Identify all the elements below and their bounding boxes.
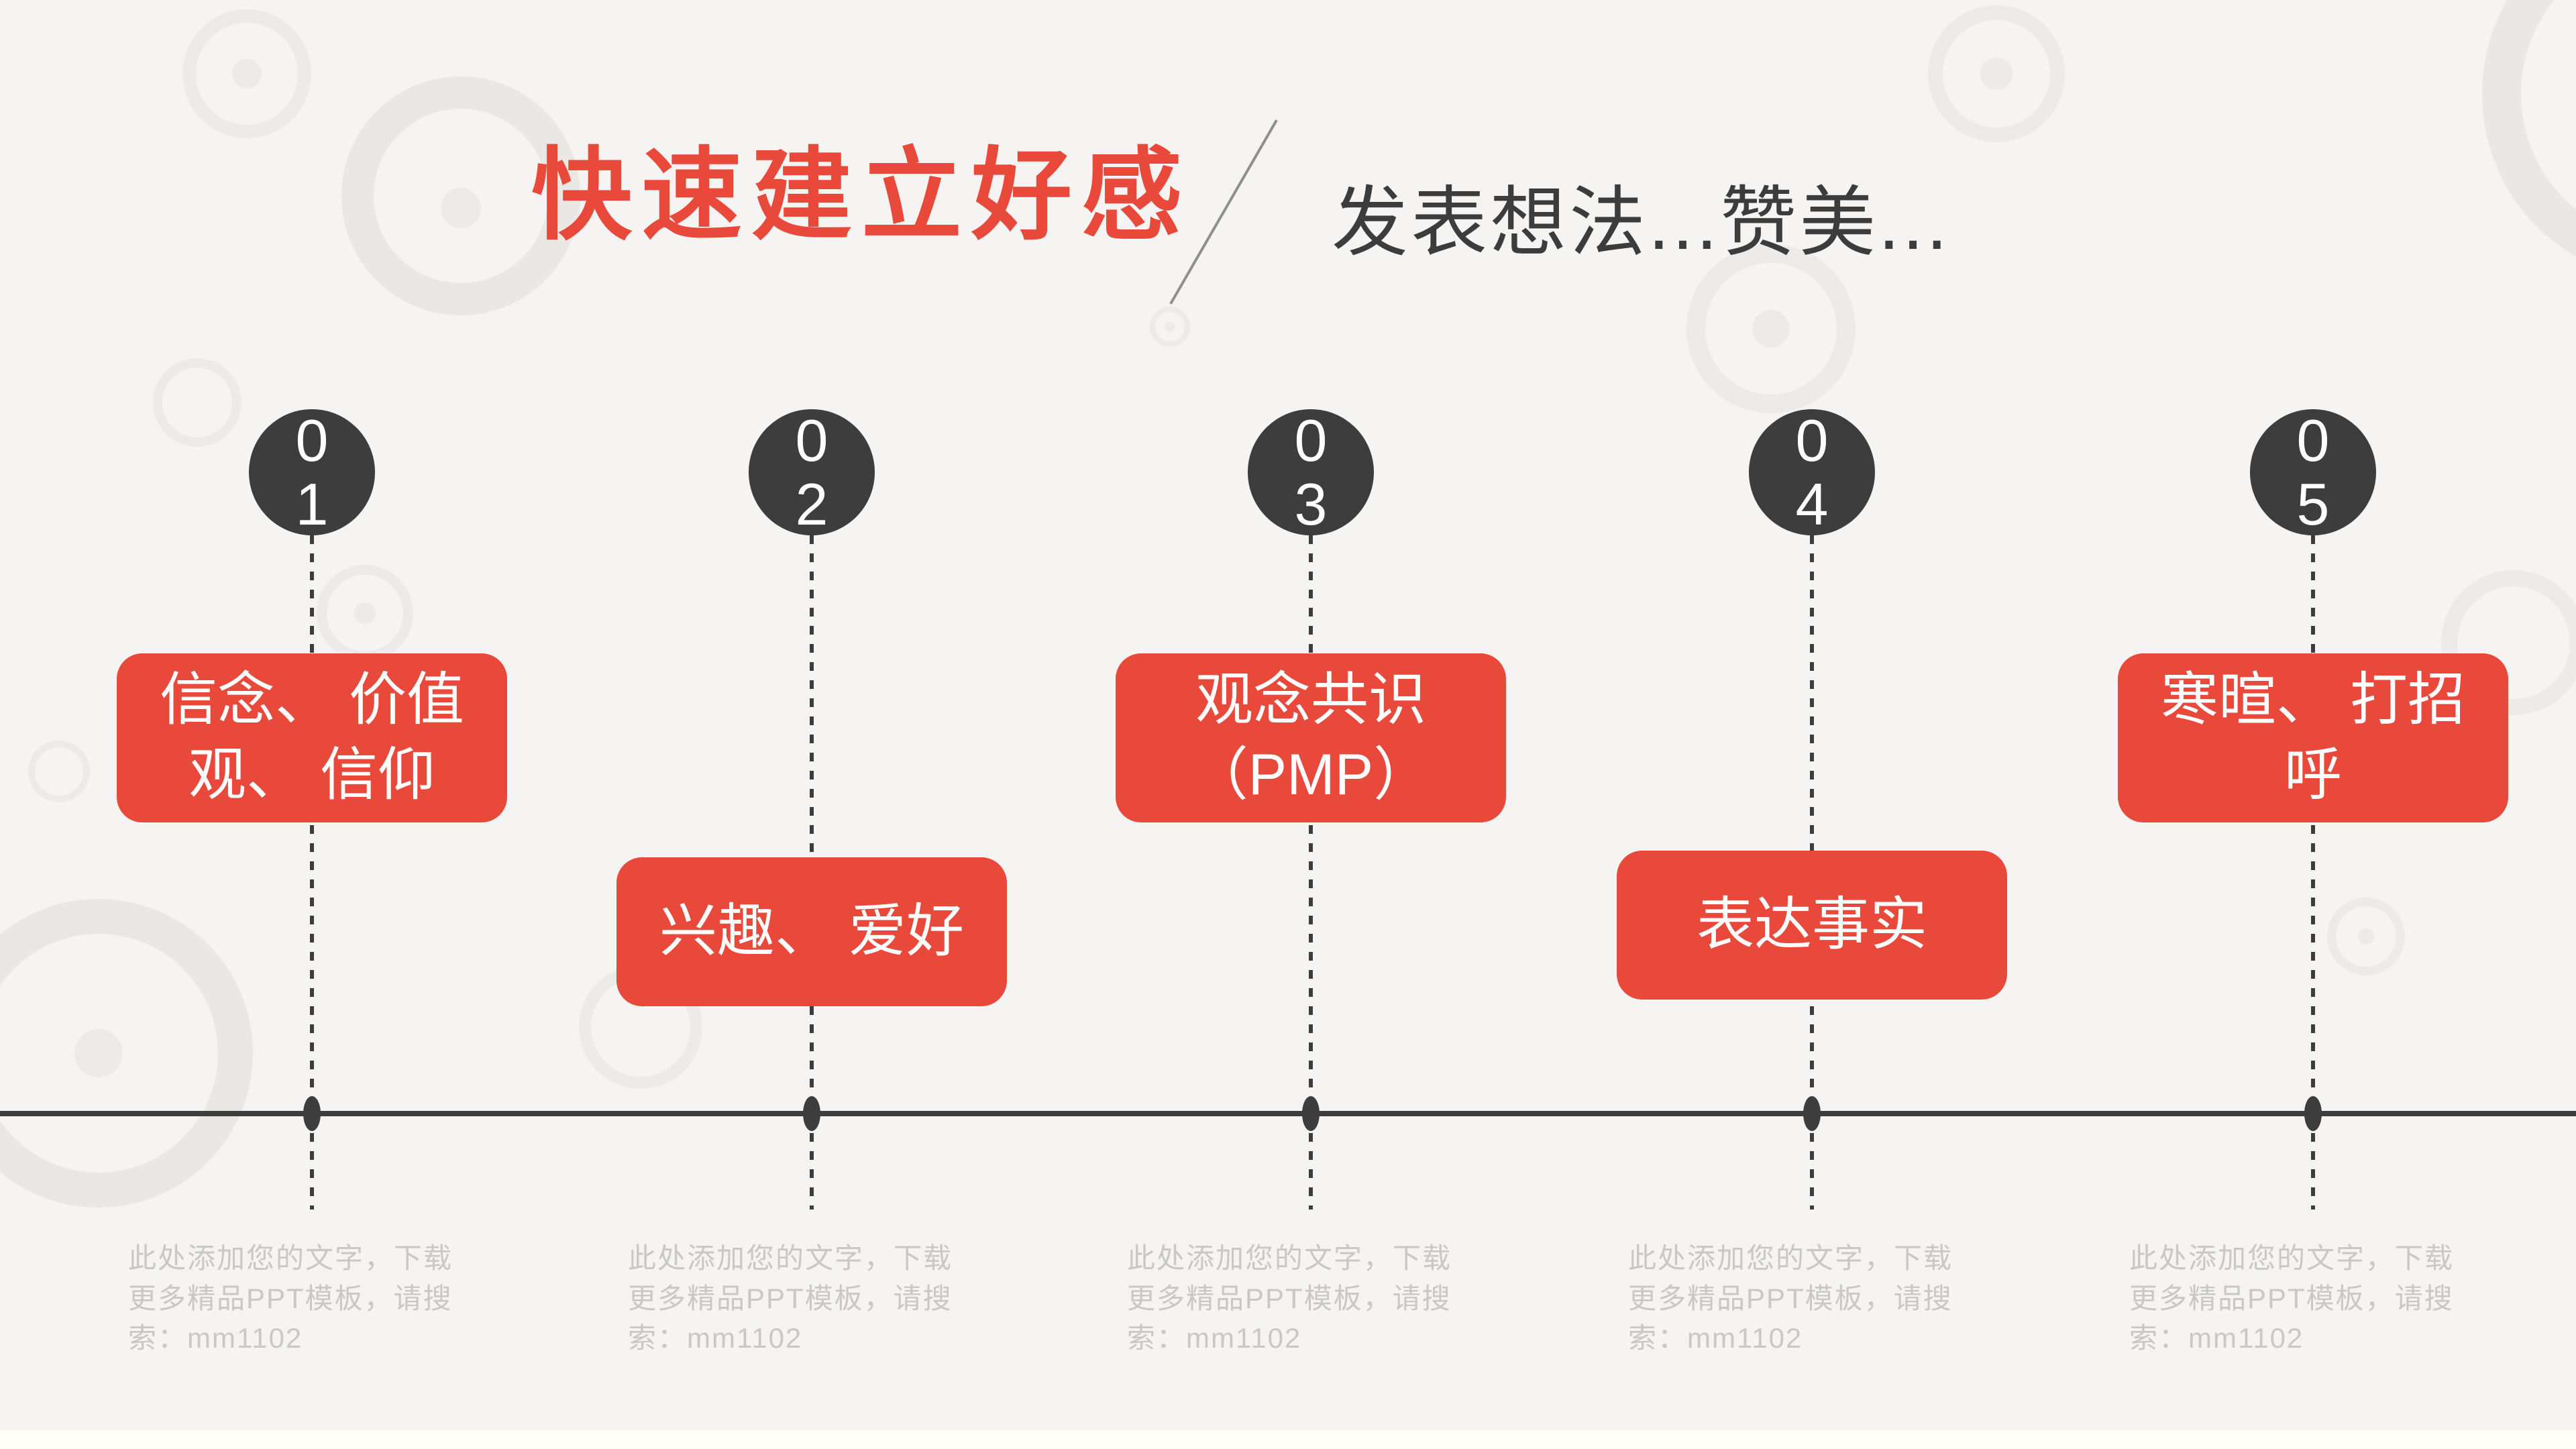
decorative-circle [153, 358, 241, 447]
placeholder-caption: 此处添加您的文字，下载 更多精品PPT模板，请搜 索：mm1102 [128, 1242, 453, 1354]
step-connector-dotted-line [310, 535, 314, 1210]
step-number-badge: 0 5 [2250, 409, 2376, 536]
placeholder-caption: 此处添加您的文字，下载 更多精品PPT模板，请搜 索：mm1102 [628, 1242, 953, 1354]
placeholder-caption: 此处添加您的文字，下载 更多精品PPT模板，请搜 索：mm1102 [1628, 1242, 1953, 1354]
decorative-circle [1980, 58, 2012, 90]
step-label-card: 观念共识 （PMP） [1116, 653, 1506, 822]
decorative-circle [441, 188, 481, 228]
step-label-card: 寒暄、 打招呼 [2118, 653, 2508, 822]
step-number-badge: 0 4 [1749, 409, 1875, 536]
step-label-card: 信念、 价值 观、 信仰 [117, 653, 507, 822]
decorative-circle [28, 741, 90, 802]
decorative-circle [2482, 0, 2576, 282]
step-label-card: 兴趣、 爱好 [616, 857, 1007, 1006]
step-label-card: 表达事实 [1617, 851, 2007, 1000]
decorative-circle [0, 899, 253, 1208]
slide-subtitle: 发表想法...赞美... [1332, 180, 1951, 266]
placeholder-caption: 此处添加您的文字，下载 更多精品PPT模板，请搜 索：mm1102 [2129, 1242, 2455, 1354]
bottom-edge-strip [0, 1430, 2576, 1449]
placeholder-caption: 此处添加您的文字，下载 更多精品PPT模板，请搜 索：mm1102 [1127, 1242, 1452, 1354]
decorative-circle [354, 602, 376, 624]
step-number-badge: 0 2 [749, 409, 875, 536]
step-number-badge: 0 3 [1248, 409, 1374, 536]
decorative-circle [2358, 928, 2374, 945]
timeline-axis-line [0, 1111, 2576, 1116]
step-connector-dotted-line [2311, 535, 2315, 1210]
decorative-circle [1165, 321, 1175, 332]
slide-title: 快速建立好感 [531, 139, 1192, 252]
decorative-circle [1150, 307, 1190, 347]
decorative-circle [232, 59, 262, 89]
decorative-circle [1752, 310, 1790, 347]
step-connector-dotted-line [1309, 535, 1313, 1210]
step-number-badge: 0 1 [249, 409, 375, 536]
decorative-circle [74, 1029, 123, 1077]
